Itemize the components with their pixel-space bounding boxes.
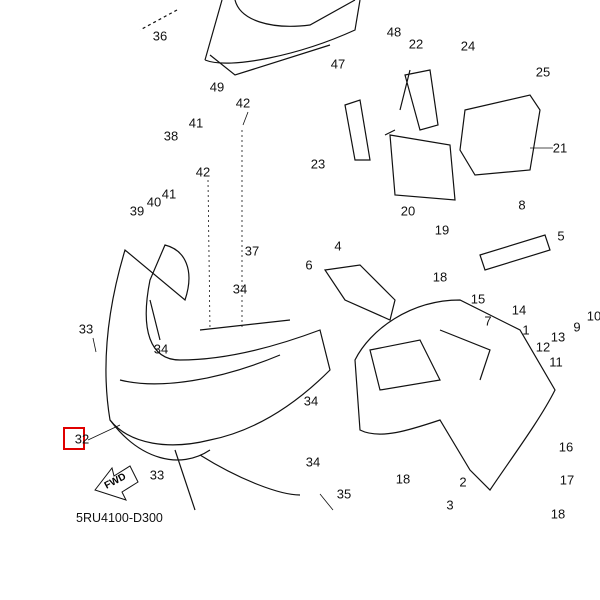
- callout[interactable]: 12: [535, 339, 551, 355]
- callout[interactable]: 9: [573, 319, 581, 335]
- callout[interactable]: 6: [305, 257, 313, 273]
- part-4: [323, 264, 396, 321]
- callout[interactable]: 11: [549, 354, 563, 370]
- callout[interactable]: 5: [557, 228, 565, 244]
- callout[interactable]: 8: [518, 197, 526, 213]
- callout[interactable]: 40: [146, 194, 162, 210]
- callout[interactable]: 15: [470, 291, 486, 307]
- part-5: [479, 234, 551, 271]
- callout[interactable]: 22: [408, 36, 424, 52]
- callout[interactable]: 2: [459, 474, 467, 490]
- callout[interactable]: 42: [235, 95, 251, 111]
- callout[interactable]: 1: [522, 322, 530, 338]
- callout[interactable]: 42: [195, 164, 211, 180]
- callout[interactable]: 33: [78, 321, 94, 337]
- callout[interactable]: 34: [153, 341, 169, 357]
- callout[interactable]: 20: [400, 203, 416, 219]
- callout[interactable]: 36: [152, 28, 168, 44]
- part-47-screen-edge: [209, 44, 331, 76]
- callout[interactable]: 18: [432, 269, 448, 285]
- callout[interactable]: 24: [460, 38, 476, 54]
- part-1-detail: [369, 329, 491, 391]
- callout[interactable]: 41: [188, 115, 204, 131]
- callout[interactable]: 34: [232, 281, 248, 297]
- callout[interactable]: 34: [303, 393, 319, 409]
- callout-highlighted[interactable]: 32: [74, 431, 90, 447]
- diagram-code: 5RU4100-D300: [76, 511, 163, 525]
- callout[interactable]: 34: [305, 454, 321, 470]
- part-22: [399, 69, 439, 131]
- callout[interactable]: 49: [209, 79, 225, 95]
- callout[interactable]: 37: [244, 243, 260, 259]
- callout[interactable]: 3: [446, 497, 454, 513]
- part-32-inner: [119, 299, 291, 385]
- part-20-19: [384, 129, 456, 201]
- callout[interactable]: 41: [161, 186, 177, 202]
- callout[interactable]: 23: [310, 156, 326, 172]
- part-32-body: [105, 244, 331, 446]
- part-32-lower: [109, 419, 301, 511]
- part-47-screen: [204, 0, 361, 64]
- callout[interactable]: 33: [149, 467, 165, 483]
- callout[interactable]: 19: [434, 222, 450, 238]
- part-23: [344, 99, 371, 161]
- part-21: [459, 94, 541, 176]
- callout[interactable]: 4: [334, 238, 342, 254]
- callout[interactable]: 48: [386, 24, 402, 40]
- callout[interactable]: 18: [395, 471, 411, 487]
- callout[interactable]: 47: [330, 56, 346, 72]
- callout[interactable]: 38: [163, 128, 179, 144]
- callout[interactable]: 35: [336, 486, 352, 502]
- callout[interactable]: 21: [552, 140, 568, 156]
- callout[interactable]: 17: [559, 472, 575, 488]
- callout[interactable]: 13: [550, 329, 566, 345]
- callout[interactable]: 7: [484, 313, 492, 329]
- part-1: [354, 299, 556, 491]
- highlight-box: [63, 427, 85, 450]
- callout[interactable]: 39: [129, 203, 145, 219]
- callout[interactable]: 10: [586, 308, 600, 324]
- callout[interactable]: 18: [550, 506, 566, 522]
- callout[interactable]: 14: [511, 302, 527, 318]
- callout[interactable]: 25: [535, 64, 551, 80]
- fwd-arrow-icon: [94, 465, 139, 501]
- callout[interactable]: 16: [558, 439, 574, 455]
